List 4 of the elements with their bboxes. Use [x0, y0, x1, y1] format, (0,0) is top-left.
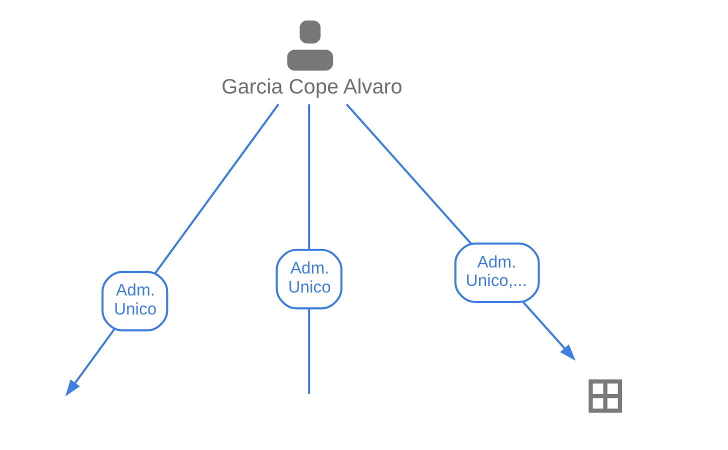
edge-label: Adm. Unico	[114, 280, 157, 318]
node-label: Garcia Cope Alvaro	[221, 76, 402, 99]
edge-label: Adm. Unico	[288, 258, 331, 296]
edge-label: Adm. Unico,...	[466, 252, 527, 290]
